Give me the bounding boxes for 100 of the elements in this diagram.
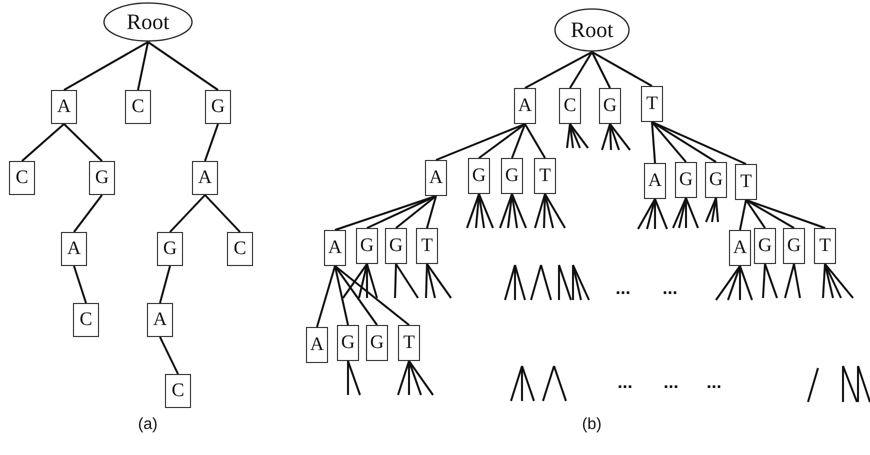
- letter-node-box: G: [468, 158, 490, 194]
- branch-line: [592, 51, 652, 87]
- letter-node-box: A: [324, 230, 346, 266]
- branch-line: [745, 199, 766, 229]
- branch-line: [739, 266, 741, 300]
- branch-line: [436, 123, 526, 161]
- letter-node-box: A: [147, 303, 173, 337]
- branch-line: [63, 123, 103, 162]
- branch-line: [511, 124, 526, 158]
- branch-line: [137, 42, 149, 90]
- branch-line: [784, 264, 795, 298]
- branch-line: [711, 198, 717, 222]
- branch-line: [408, 360, 434, 396]
- letter-node-box: C: [73, 303, 99, 337]
- branch-line: [342, 263, 368, 299]
- ellipsis: ...: [662, 278, 678, 298]
- branch-line: [73, 194, 103, 233]
- branch-line: [746, 199, 794, 229]
- letter-node-box: A: [644, 163, 666, 199]
- letter-node-box: C: [559, 88, 581, 124]
- letter-node-box: G: [675, 162, 697, 198]
- branch-line: [715, 198, 719, 222]
- branch-line: [159, 266, 171, 304]
- letter-node-box: G: [599, 88, 621, 124]
- letter-node-box: T: [416, 228, 438, 264]
- letter-node-box: G: [356, 228, 378, 264]
- letter-node-box: C: [165, 374, 191, 408]
- branch-line: [334, 265, 410, 326]
- letter-node-box: G: [754, 228, 776, 264]
- letter-node-box: T: [534, 158, 556, 194]
- letter-node-box: G: [501, 158, 523, 194]
- ellipsis: ...: [618, 372, 633, 392]
- branch-line: [544, 194, 566, 228]
- branch-line: [499, 194, 513, 228]
- branch-line: [566, 124, 571, 148]
- root-ellipse: Root: [103, 2, 193, 42]
- branch-line: [824, 263, 854, 299]
- letter-node-box: G: [89, 161, 115, 195]
- branch-line: [672, 198, 687, 228]
- branch-line: [511, 194, 527, 228]
- branch-line: [394, 264, 397, 298]
- branch-line: [569, 51, 593, 89]
- branch-line: [524, 51, 592, 89]
- branch-line: [204, 124, 219, 162]
- letter-node-box: G: [205, 90, 231, 124]
- letter-node-box: G: [705, 162, 727, 198]
- branch-line: [569, 123, 589, 149]
- branch-line: [466, 194, 480, 228]
- letter-node-box: A: [729, 230, 751, 266]
- letter-node-box: A: [51, 90, 77, 124]
- branch-line: [204, 194, 241, 233]
- branch-line: [715, 265, 741, 301]
- branch-line: [678, 198, 687, 228]
- branch-line: [739, 200, 747, 230]
- branch-line: [347, 360, 361, 396]
- letter-node-box: G: [157, 232, 183, 266]
- subfigure-label: (b): [582, 416, 602, 434]
- branch-line: [397, 360, 410, 396]
- branch-line: [169, 194, 206, 233]
- branch-line: [475, 194, 480, 228]
- ellipsis: ...: [664, 372, 679, 392]
- letter-node-box: A: [514, 88, 536, 124]
- letter-node-box: A: [61, 232, 87, 266]
- branch-line: [395, 263, 419, 299]
- branch-line: [685, 198, 699, 228]
- branch-line: [609, 123, 631, 151]
- letter-node-box: G: [385, 228, 407, 264]
- branch-line: [507, 194, 513, 228]
- letter-node-box: C: [227, 232, 253, 266]
- branch-line: [764, 264, 778, 298]
- letter-node-box: G: [337, 325, 359, 361]
- branch-line: [793, 264, 801, 298]
- branch-line: [654, 199, 656, 229]
- branch-line: [739, 266, 753, 300]
- branch-line: [652, 121, 746, 165]
- branch-line: [654, 198, 668, 230]
- branch-line: [822, 264, 826, 298]
- branch-line: [347, 361, 349, 395]
- letter-node-box: A: [425, 160, 447, 196]
- branch-line: [21, 123, 65, 162]
- branch-line: [478, 123, 526, 159]
- branch-line: [762, 264, 766, 298]
- branch-line: [511, 194, 518, 228]
- branch-line: [478, 194, 485, 228]
- branch-line: [159, 336, 179, 374]
- branch-line: [425, 264, 428, 298]
- branch-line: [73, 266, 87, 304]
- letter-node-box: T: [814, 228, 836, 264]
- branch-line: [705, 198, 717, 222]
- branch-line: [426, 263, 452, 299]
- letter-node-box: T: [735, 164, 757, 200]
- branch-line: [651, 122, 656, 164]
- branch-line: [426, 264, 436, 298]
- branch-line: [637, 198, 656, 230]
- branch-line: [408, 361, 410, 395]
- letter-node-box: T: [398, 325, 420, 361]
- branch-line: [334, 266, 349, 326]
- branch-line: [534, 194, 546, 228]
- branch-line: [524, 124, 546, 158]
- branch-line: [64, 41, 148, 91]
